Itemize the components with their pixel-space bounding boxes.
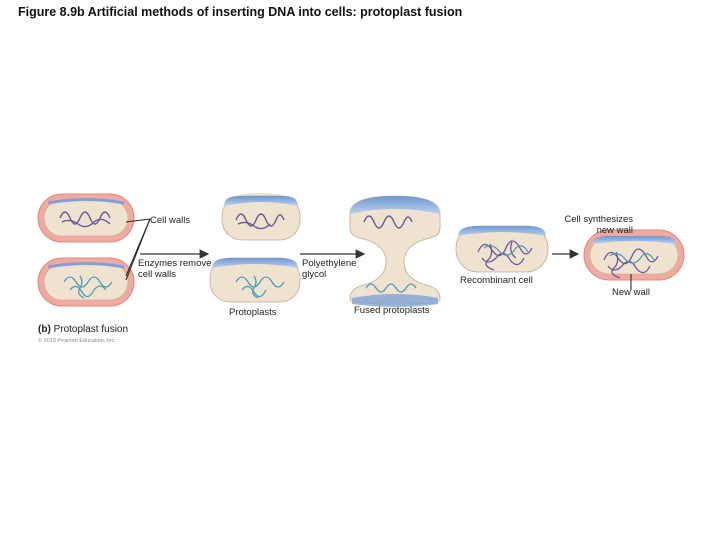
dna-recombinant-icon <box>603 248 659 279</box>
label-synthesizes: Cell synthesizes new wall <box>549 214 633 236</box>
protoplast-bottom <box>209 257 301 303</box>
label-peg-text: Polyethylene glycol <box>302 258 357 280</box>
label-cell-walls: Cell walls <box>150 215 191 226</box>
recombinant-cell <box>455 225 549 273</box>
panel-letter: (b) <box>38 324 51 335</box>
figure-title: Figure 8.9b Artificial methods of insert… <box>18 5 463 19</box>
dna-teal-icon <box>235 275 285 299</box>
walled-cell-top <box>37 193 135 243</box>
cell-walls-pointers <box>125 218 151 281</box>
label-enzymes: Enzymes remove cell walls <box>138 258 228 280</box>
label-peg: Polyethylene glycol <box>302 258 368 280</box>
label-recombinant: Recombinant cell <box>460 275 533 286</box>
label-new-wall: New wall <box>612 287 651 298</box>
fused-protoplasts <box>349 195 441 307</box>
dna-teal-icon <box>365 283 417 293</box>
copyright: © 2013 Pearson Education, Inc. <box>38 338 116 344</box>
label-enzymes-text: Enzymes remove cell walls <box>138 258 212 280</box>
dna-teal-icon <box>63 275 113 299</box>
dna-purple-icon <box>59 211 111 228</box>
protoplast-top <box>221 193 301 241</box>
panel-name: Protoplast fusion <box>53 324 129 335</box>
walled-cell-bottom <box>37 257 135 307</box>
dna-recombinant-icon <box>477 240 533 271</box>
cell-with-new-wall <box>583 229 685 281</box>
label-fused: Fused protoplasts <box>354 305 430 316</box>
label-synthesizes-text: Cell synthesizes new wall <box>564 214 633 236</box>
panel-caption: (b) Protoplast fusion <box>38 324 128 335</box>
dna-purple-icon <box>363 215 413 229</box>
label-protoplasts: Protoplasts <box>229 307 277 318</box>
dna-purple-icon <box>235 213 285 230</box>
